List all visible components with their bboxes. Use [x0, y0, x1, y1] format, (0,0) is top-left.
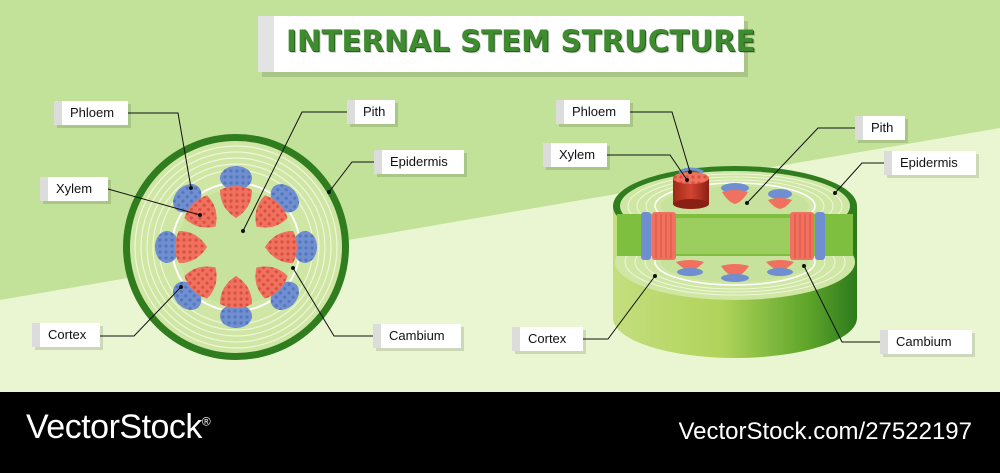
brand-name: VectorStock — [26, 408, 202, 446]
label-cortex-cross: Cortex — [32, 323, 100, 347]
label-epidermis-cross: Epidermis — [374, 150, 464, 174]
longitudinal-section-diagram — [583, 111, 884, 358]
label-cambium-cross: Cambium — [373, 324, 461, 348]
leader-epidermis — [328, 161, 374, 193]
cross-section-diagram — [100, 111, 374, 360]
label-text: Pith — [363, 104, 386, 119]
title-box: INTERNAL STEM STRUCTURE — [258, 16, 756, 72]
leader-cambium — [292, 267, 373, 337]
raised-vascular-column — [673, 167, 709, 209]
watermark-bar: VectorStock® VectorStock.com/27522197 — [0, 392, 1000, 473]
cut-vascular-bundle-right — [790, 212, 825, 260]
page-title: INTERNAL STEM STRUCTURE — [286, 24, 756, 58]
label-text: Xylem — [559, 147, 596, 162]
label-text: Epidermis — [390, 154, 448, 169]
vascular-bundle — [173, 184, 217, 228]
leader-pith-3d — [746, 127, 855, 204]
stock-id: VectorStock.com/27522197 — [678, 418, 972, 445]
leader-epidermis-3d — [834, 162, 884, 194]
label-text: Pith — [871, 120, 894, 135]
longitudinal-leader-dots — [653, 170, 837, 278]
vascular-bundle — [255, 184, 299, 228]
label-text: Phloem — [70, 105, 115, 120]
leader-cambium-3d — [803, 265, 880, 343]
vascular-bundle — [173, 266, 217, 310]
leader-xylem-3d — [603, 154, 688, 181]
label-phloem-cross: Phloem — [54, 101, 128, 125]
label-epidermis-3d: Epidermis — [884, 151, 976, 175]
vascular-bundle — [255, 266, 299, 310]
leader-phloem — [128, 112, 192, 189]
label-pith-3d: Pith — [855, 116, 905, 140]
brand-logo: VectorStock® — [26, 408, 211, 447]
label-text: Epidermis — [900, 155, 958, 170]
label-phloem-3d: Phloem — [556, 100, 630, 124]
label-xylem-3d: Xylem — [543, 143, 607, 167]
label-text: Phloem — [572, 104, 617, 119]
vascular-bundles — [155, 166, 317, 328]
leader-xylem — [107, 188, 201, 216]
label-cambium-3d: Cambium — [880, 330, 972, 354]
label-text: Cambium — [389, 328, 445, 343]
longitudinal-leader-lines — [583, 111, 884, 343]
leader-cortex — [100, 286, 182, 337]
lower-vascular-bundles — [676, 260, 794, 282]
label-cortex-3d: Cortex — [512, 327, 583, 351]
vascular-bundle — [220, 276, 252, 328]
label-xylem-cross: Xylem — [40, 177, 108, 201]
label-text: Cortex — [528, 331, 567, 346]
label-text: Xylem — [56, 181, 93, 196]
leader-cortex-3d — [583, 275, 656, 340]
cut-vascular-bundle-left — [641, 212, 676, 260]
vascular-bundle — [155, 231, 207, 263]
label-pith-cross: Pith — [347, 100, 395, 124]
leader-pith — [242, 111, 347, 232]
vascular-bundle — [265, 231, 317, 263]
cross-section-leader-lines — [100, 111, 374, 337]
cross-section-leader-dots — [179, 186, 331, 289]
trademark-mark: ® — [201, 414, 211, 429]
label-text: Cortex — [48, 327, 87, 342]
leader-phloem-3d — [630, 111, 691, 173]
title-tab — [258, 16, 274, 72]
label-text: Cambium — [896, 334, 952, 349]
vascular-bundle — [220, 166, 252, 218]
